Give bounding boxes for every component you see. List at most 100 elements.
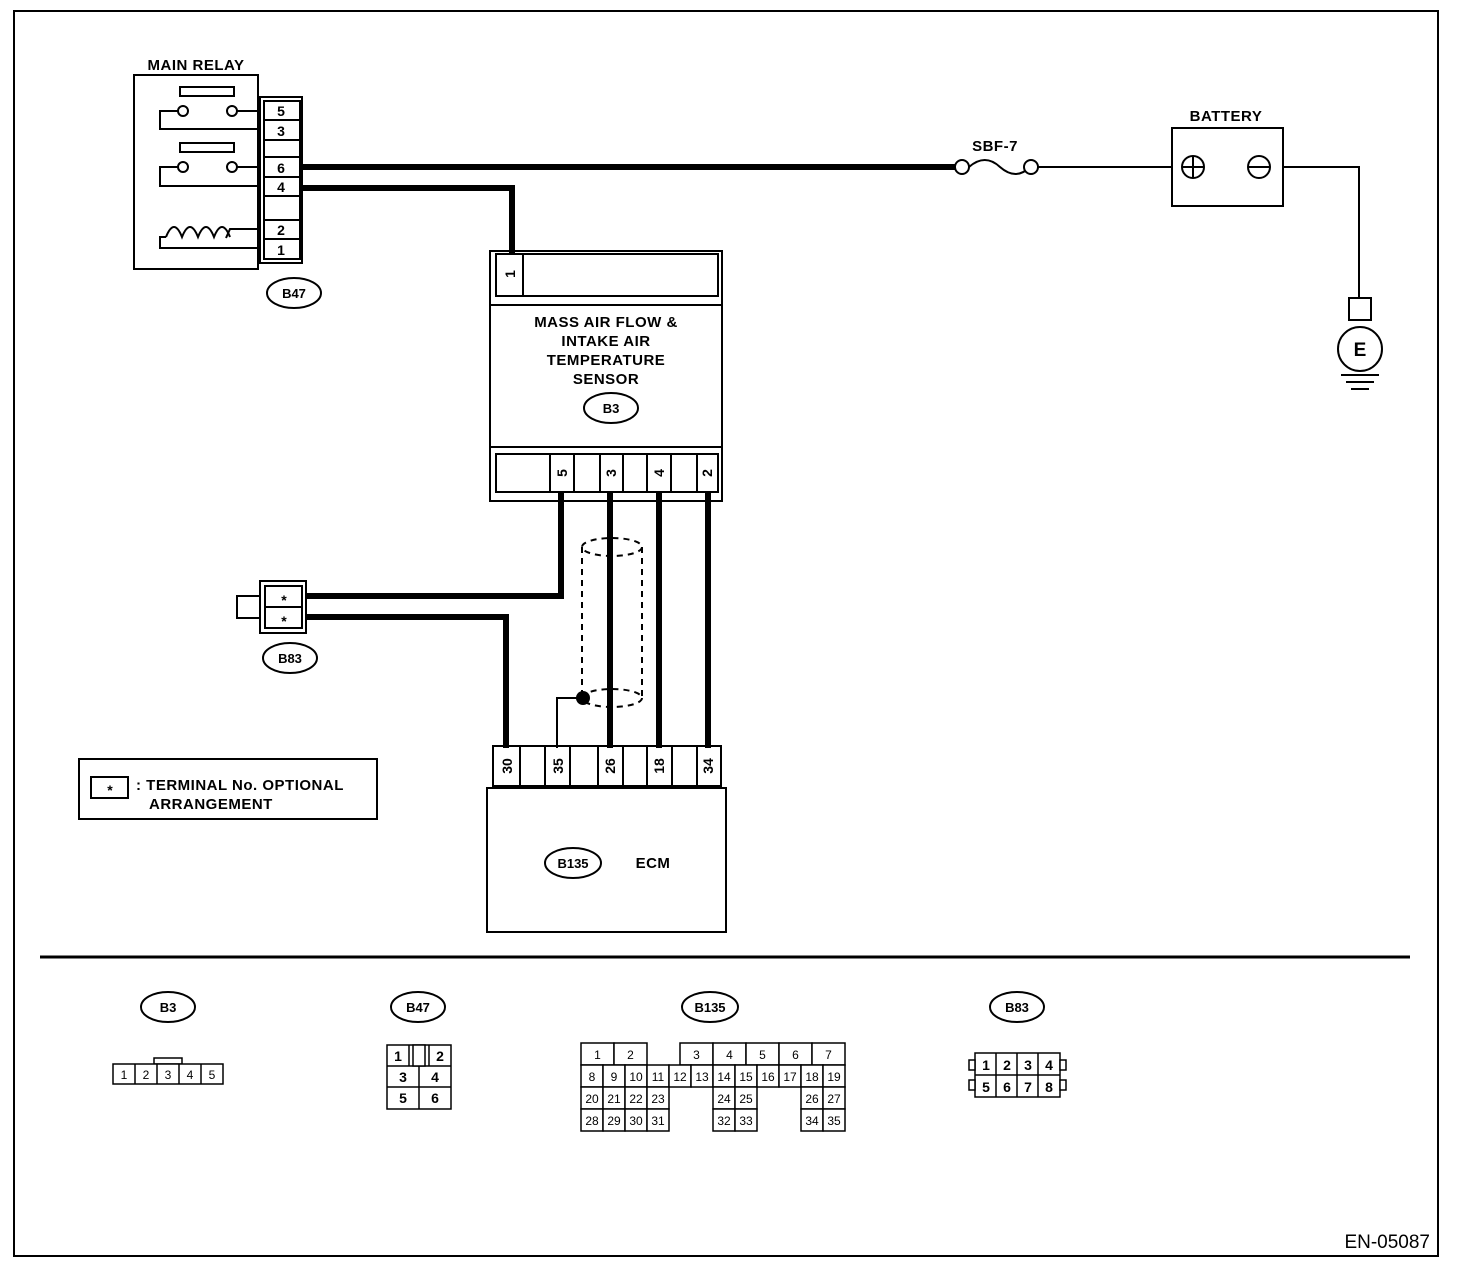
pin-label: 22 — [629, 1092, 643, 1106]
legend-text-line2: ARRANGEMENT — [149, 796, 273, 813]
connector-view-b3: B3 1 2 3 4 5 — [112, 991, 224, 1085]
fuse-terminal — [954, 159, 970, 175]
pin-label: 32 — [717, 1114, 731, 1128]
pin-label: 35 — [827, 1114, 841, 1128]
svg-text:B83: B83 — [278, 651, 302, 666]
pin-label: 26 — [805, 1092, 819, 1106]
pin-label: 2 — [143, 1068, 150, 1082]
ecm-connector — [492, 745, 722, 787]
pin-label: 10 — [629, 1070, 643, 1084]
legend-symbol: * — [107, 782, 113, 798]
maf-title-line: SENSOR — [573, 371, 639, 388]
maf-terminal-4: 4 — [651, 469, 667, 477]
svg-text:B47: B47 — [282, 286, 306, 301]
maf-title-line: MASS AIR FLOW & — [534, 314, 678, 331]
relay-contact — [177, 105, 189, 117]
svg-text:B47: B47 — [406, 1000, 430, 1015]
pin-label: 1 — [982, 1057, 990, 1073]
connector-tag-b83 — [262, 642, 318, 674]
pin-label: 30 — [629, 1114, 643, 1128]
relay-terminal-6: 6 — [277, 160, 285, 176]
pin-label: 5 — [982, 1079, 990, 1095]
connector-tag-b47 — [266, 277, 322, 309]
pin-label: 34 — [805, 1114, 819, 1128]
pin-cell — [646, 1108, 670, 1132]
pin-label: 3 — [399, 1069, 407, 1085]
ecm-body — [486, 787, 727, 933]
pin-label: 18 — [805, 1070, 819, 1084]
b83-terminal-star: * — [281, 592, 287, 608]
relay-terminal-5: 5 — [277, 103, 285, 119]
pin-label: 3 — [1024, 1057, 1032, 1073]
power-supply: SBF-7 BATTERY E — [302, 108, 1383, 390]
pin-label: 14 — [717, 1070, 731, 1084]
maf-top-connector — [495, 253, 719, 297]
fuse-terminal — [1023, 159, 1039, 175]
maf-terminal-5: 5 — [554, 469, 570, 477]
relay-terminal-1: 1 — [277, 242, 285, 258]
pin-label: 9 — [611, 1070, 618, 1084]
connector-view-tag — [989, 991, 1045, 1023]
relay-switch-arm — [179, 86, 235, 97]
pin-label: 28 — [585, 1114, 599, 1128]
ecm-terminal-18: 18 — [651, 758, 667, 774]
pin-label: 4 — [726, 1048, 733, 1062]
pin-label: 3 — [165, 1068, 172, 1082]
pin-label: 23 — [651, 1092, 665, 1106]
wire-sensor5-b83 — [304, 492, 564, 599]
pin-label: 2 — [627, 1048, 634, 1062]
wire-b83-ecm30 — [304, 614, 509, 748]
pin-label: 1 — [594, 1048, 601, 1062]
legend-text-line1: : TERMINAL No. OPTIONAL — [136, 777, 344, 794]
pin-label: 4 — [187, 1068, 194, 1082]
connector-view-b83: B83 1 2 3 4 5 6 7 8 — [968, 991, 1067, 1098]
pin-label: 19 — [827, 1070, 841, 1084]
pin-label: 6 — [1003, 1079, 1011, 1095]
ecm-terminal-35: 35 — [550, 758, 566, 774]
wire-relay4-sensor1 — [302, 185, 515, 253]
b83-connector: * * B83 — [236, 580, 318, 674]
fuse-element — [968, 159, 1031, 175]
pin-label: 12 — [673, 1070, 687, 1084]
ecm-terminal-26: 26 — [602, 758, 618, 774]
pin-label: 3 — [693, 1048, 700, 1062]
relay-connector — [259, 96, 303, 264]
pin-label: 27 — [827, 1092, 841, 1106]
maf-terminal-1: 1 — [502, 270, 518, 278]
pin-label: 15 — [739, 1070, 753, 1084]
pin-label: 8 — [1045, 1079, 1053, 1095]
legend: * : TERMINAL No. OPTIONAL ARRANGEMENT — [78, 758, 378, 820]
pin-label: 25 — [739, 1092, 753, 1106]
pin-label: 21 — [607, 1092, 621, 1106]
pin-label: 5 — [209, 1068, 216, 1082]
ground-terminal — [1348, 297, 1372, 321]
relay-terminal-2: 2 — [277, 222, 285, 238]
maf-title-line: TEMPERATURE — [547, 352, 666, 369]
pin-label: 16 — [761, 1070, 775, 1084]
b83-terminal-star: * — [281, 613, 287, 629]
pin-label: 29 — [607, 1114, 621, 1128]
pin-label: 20 — [585, 1092, 599, 1106]
connector-view-tag — [390, 991, 446, 1023]
pin-cell — [734, 1108, 758, 1132]
signal-wires — [304, 492, 711, 748]
pin-label: 4 — [431, 1069, 439, 1085]
maf-sensor-body — [489, 250, 723, 502]
shield-icon — [581, 537, 643, 708]
ecm-terminal-30: 30 — [499, 758, 515, 774]
pin-label: 7 — [1024, 1079, 1032, 1095]
wire-battery-ground — [1283, 166, 1360, 298]
relay-switch-arm — [179, 142, 235, 153]
battery-title: BATTERY — [1190, 108, 1263, 125]
ecm: 30 35 26 18 34 B135 ECM — [486, 745, 727, 933]
pin-label: 13 — [695, 1070, 709, 1084]
legend-box — [78, 758, 378, 820]
relay-contact — [177, 161, 189, 173]
maf-sensor: 1 MASS AIR FLOW & INTAKE AIR TEMPERATURE… — [302, 185, 723, 502]
diagram-frame — [13, 10, 1439, 1257]
svg-text:B3: B3 — [160, 1000, 177, 1015]
ecm-terminal-34: 34 — [700, 758, 716, 774]
figure-code: EN-05087 — [1344, 1232, 1430, 1253]
relay-contact — [226, 105, 238, 117]
pin-label: 4 — [1045, 1057, 1053, 1073]
